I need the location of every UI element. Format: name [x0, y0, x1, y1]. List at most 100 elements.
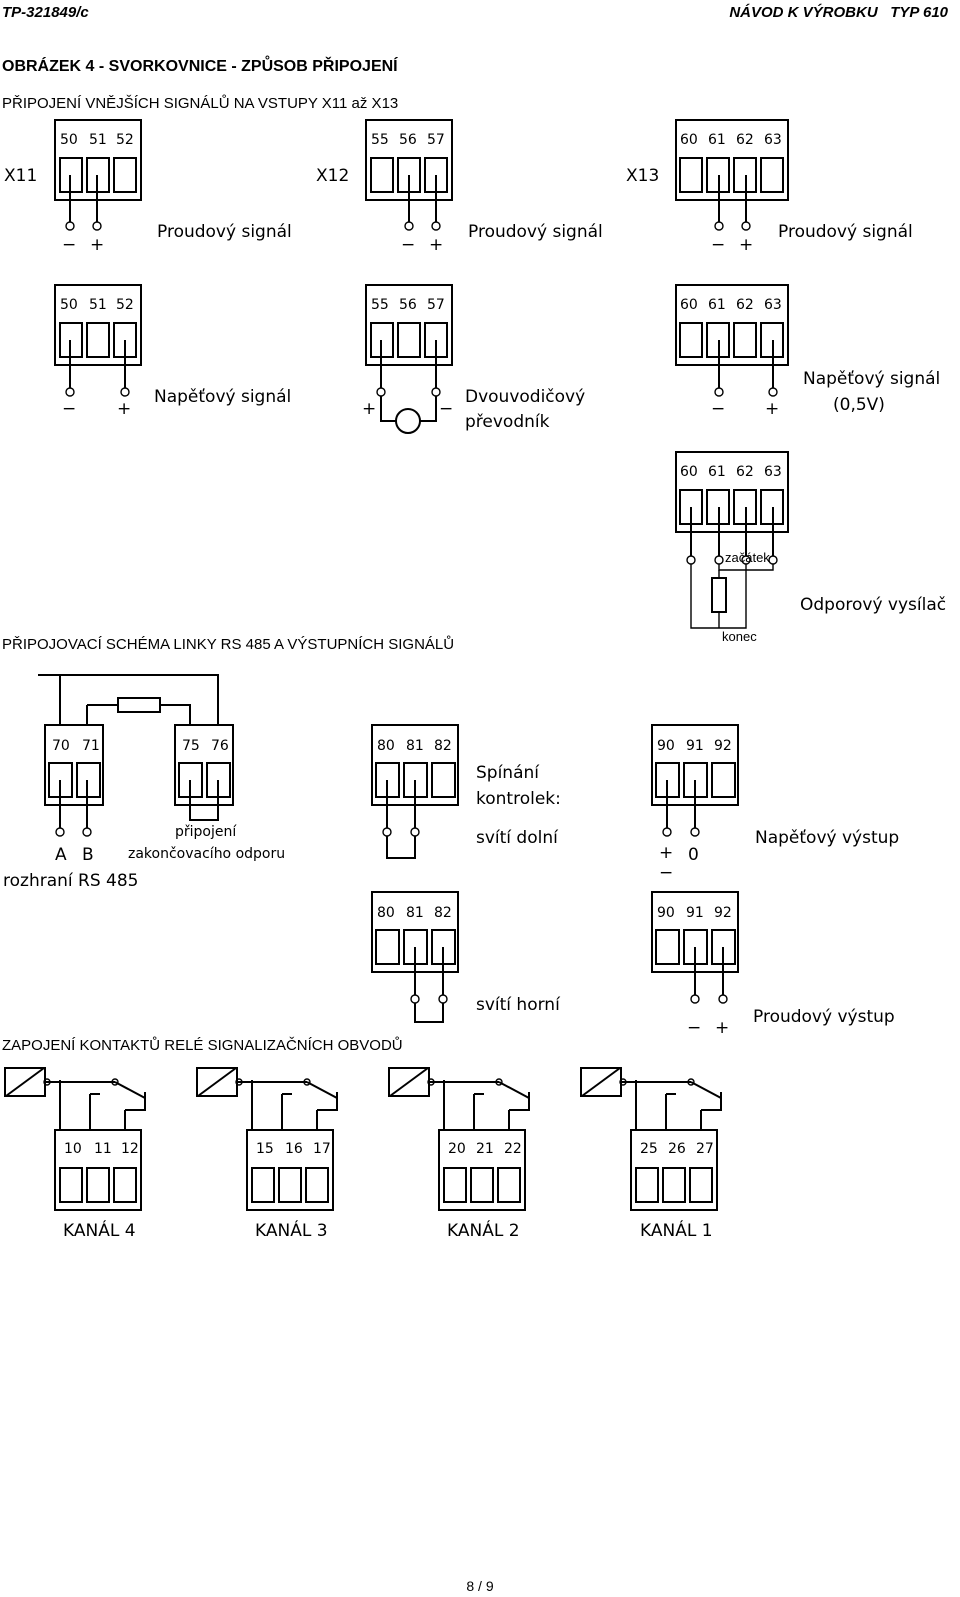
terminal-16: 16: [285, 1141, 303, 1157]
doc-type: TYP 610: [890, 4, 948, 21]
minus-sign: −: [711, 235, 725, 255]
terminal-75: 75: [182, 738, 200, 754]
label-x12: X12: [316, 166, 349, 186]
terminal-62: 62: [736, 464, 754, 480]
terminal-52: 52: [116, 132, 134, 148]
terminal-10: 10: [64, 1141, 82, 1157]
terminal-57: 57: [427, 297, 445, 313]
termination-resistor: [117, 697, 161, 713]
terminal-25: 25: [640, 1141, 658, 1157]
label-channel-4: KANÁL 4: [63, 1219, 136, 1241]
terminal-block-x13-current: 60 61 62 63: [675, 119, 789, 231]
terminal-61: 61: [708, 132, 726, 148]
terminal-80: 80: [377, 905, 395, 921]
terminal-81: 81: [406, 905, 424, 921]
terminal-56: 56: [399, 132, 417, 148]
label-current-signal: Proudový signál: [468, 222, 603, 242]
label-start: začátek: [725, 550, 770, 565]
terminal-76: 76: [211, 738, 229, 754]
terminal-block-x11-current: 50 51 52: [54, 119, 142, 231]
label-current-signal: Proudový signál: [157, 222, 292, 242]
terminal-27: 27: [696, 1141, 714, 1157]
plus-sign: +: [765, 399, 779, 419]
minus-sign: −: [711, 399, 725, 419]
transmitter-symbol: [395, 408, 421, 434]
label-rs485-interface: rozhraní RS 485: [3, 871, 138, 891]
section-relays-title: ZAPOJENÍ KONTAKTŮ RELÉ SIGNALIZAČNÍCH OB…: [2, 1037, 403, 1054]
plus-sign: +: [429, 235, 443, 255]
terminal-block-x12-two-wire: 55 56 57: [365, 284, 453, 434]
terminal-92: 92: [714, 905, 732, 921]
terminal-60: 60: [680, 297, 698, 313]
minus-sign: −: [401, 235, 415, 255]
label-voltage-output: Napěťový výstup: [755, 828, 899, 848]
label-a: A: [55, 845, 67, 865]
terminal-block-90-voltage: 90 91 92: [651, 724, 739, 837]
terminal-21: 21: [476, 1141, 494, 1157]
page-number: 8 / 9: [466, 1578, 494, 1594]
relay-channel-4: 10 11 12: [4, 1067, 146, 1211]
doc-id: TP-321849/c: [2, 4, 89, 21]
plus-sign: +: [659, 843, 673, 863]
terminal-55: 55: [371, 132, 389, 148]
terminal-57: 57: [427, 132, 445, 148]
terminal-90: 90: [657, 905, 675, 921]
terminal-70: 70: [52, 738, 70, 754]
figure-title: OBRÁZEK 4 - SVORKOVNICE - ZPŮSOB PŘIPOJE…: [2, 58, 398, 75]
terminal-63: 63: [764, 464, 782, 480]
label-current-output: Proudový výstup: [753, 1007, 895, 1027]
terminal-block-x13-resistive: 60 61 62 63: [675, 451, 789, 629]
terminal-91: 91: [686, 738, 704, 754]
label-switching: Spínání: [476, 763, 540, 783]
terminal-block-80-upper: 80 81 82: [371, 891, 459, 1023]
plus-sign: +: [362, 399, 376, 419]
terminal-82: 82: [434, 738, 452, 754]
terminal-55: 55: [371, 297, 389, 313]
terminal-50: 50: [60, 297, 78, 313]
label-transmitter: převodník: [465, 412, 550, 432]
doc-title-text: NÁVOD K VÝROBKU: [729, 4, 878, 21]
terminal-block-x12-current: 55 56 57: [365, 119, 453, 231]
label-termination-connection: připojení: [175, 824, 237, 840]
terminal-block-80-lower: 80 81 82: [371, 724, 459, 859]
terminal-51: 51: [89, 132, 107, 148]
resistor-symbol: [711, 577, 727, 613]
plus-sign: +: [117, 399, 131, 419]
label-05v-range: (0,5V): [833, 395, 885, 415]
terminal-62: 62: [736, 297, 754, 313]
terminal-60: 60: [680, 132, 698, 148]
terminal-12: 12: [121, 1141, 139, 1157]
section-inputs-title: PŘIPOJENÍ VNĚJŠÍCH SIGNÁLŮ NA VSTUPY X11…: [2, 95, 399, 112]
terminal-11: 11: [94, 1141, 112, 1157]
label-upper-on: svítí horní: [476, 995, 561, 1015]
label-indicators: kontrolek:: [476, 789, 561, 809]
terminal-62: 62: [736, 132, 754, 148]
terminal-22: 22: [504, 1141, 522, 1157]
terminal-block-90-current: 90 91 92: [651, 891, 739, 1004]
terminal-63: 63: [764, 132, 782, 148]
minus-sign: −: [62, 399, 76, 419]
terminal-56: 56: [399, 297, 417, 313]
terminal-block-x13-voltage: 60 61 62 63: [675, 284, 789, 397]
terminal-15: 15: [256, 1141, 274, 1157]
minus-sign: −: [62, 235, 76, 255]
terminal-82: 82: [434, 905, 452, 921]
doc-title: NÁVOD K VÝROBKU TYP 610: [729, 4, 948, 21]
terminal-80: 80: [377, 738, 395, 754]
plus-sign: +: [739, 235, 753, 255]
label-resistive-sensor: Odporový vysílač: [800, 595, 946, 615]
terminal-52: 52: [116, 297, 134, 313]
label-voltage-signal: Napěťový signál: [154, 387, 291, 407]
label-termination-resistor: zakončovacího odporu: [128, 846, 285, 862]
terminal-17: 17: [313, 1141, 331, 1157]
relay-channel-2: 20 21 22: [388, 1067, 530, 1211]
terminal-60: 60: [680, 464, 698, 480]
terminal-26: 26: [668, 1141, 686, 1157]
label-current-signal: Proudový signál: [778, 222, 913, 242]
relay-channel-1: 25 26 27: [580, 1067, 722, 1211]
label-lower-on: svítí dolní: [476, 828, 559, 848]
label-x13: X13: [626, 166, 659, 186]
terminal-90: 90: [657, 738, 675, 754]
label-x11: X11: [4, 166, 37, 186]
